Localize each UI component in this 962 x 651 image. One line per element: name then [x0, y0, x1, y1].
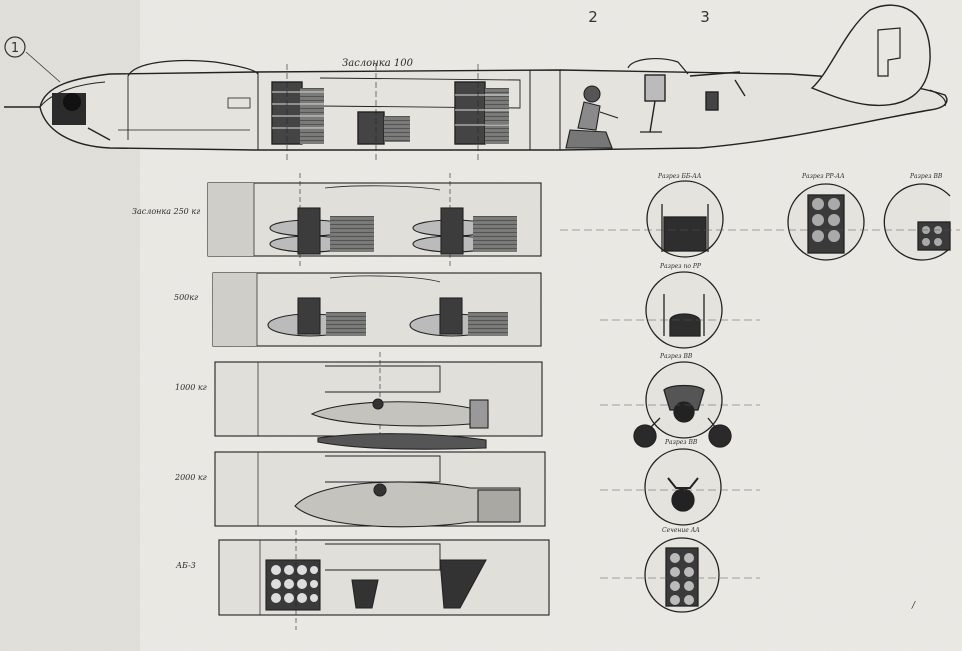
section-label-col-3: Разрез ВВ	[664, 439, 698, 446]
fuselage-bomb-cluster-rear	[454, 81, 509, 145]
fuselage-bomb-cluster-front	[271, 81, 324, 145]
section-label-top-3: Разрез ВВ	[909, 173, 943, 180]
section-view-col-4	[644, 537, 720, 613]
bomb-bay-row-500	[212, 272, 542, 347]
section-label-col-1: Разрез по РР	[659, 263, 702, 270]
bomb-bay-label-500: 500кг	[174, 293, 198, 302]
section-view-col-2	[633, 361, 732, 448]
callout-1: 1	[4, 36, 61, 83]
bomb-bay-label-2000: 2000 кг	[174, 473, 207, 482]
section-view-col-3	[644, 448, 722, 526]
center-lines	[560, 229, 960, 579]
section-view-top-3	[883, 183, 951, 261]
crew-figure	[565, 85, 619, 149]
callout-3: 3	[700, 8, 710, 26]
section-label-col-4: Сечение АА	[662, 527, 700, 534]
bomb-bay-label-250: Заслонка 250 кг	[132, 207, 200, 216]
corner-mark: /	[911, 601, 916, 611]
section-view-top-1	[646, 180, 724, 258]
fuselage-bomb-cluster-mid	[357, 111, 410, 145]
fuselage-title: Заслонка 100	[342, 58, 414, 69]
fuselage-side-view	[4, 4, 948, 160]
section-label-col-2: Разрез ВВ	[659, 353, 693, 360]
bomb-bay-label-ab3: АБ-3	[175, 561, 196, 570]
bomb-bay-row-ab3	[218, 530, 550, 630]
bomb-bay-label-1000: 1000 кг	[175, 383, 207, 392]
section-view-top-2	[787, 183, 865, 261]
bomb-bay-row-250	[207, 173, 542, 266]
bomb-bay-row-1000	[214, 352, 543, 450]
callout-2: 2	[588, 8, 598, 26]
section-label-top-1: Разрез ББ-АА	[657, 173, 702, 180]
svg-text:1: 1	[11, 41, 19, 56]
bomb-bay-row-2000	[214, 451, 546, 528]
section-view-col-1	[645, 271, 723, 349]
section-label-top-2: Разрез РР-АА	[801, 173, 845, 180]
